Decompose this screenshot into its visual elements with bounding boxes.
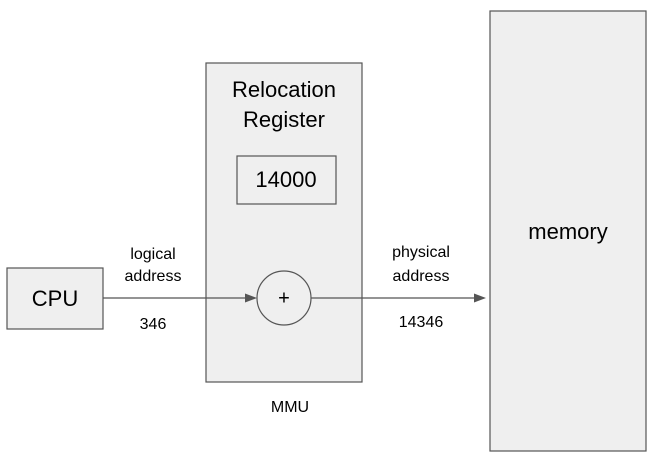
- physical-address-label-line2: address: [393, 268, 450, 285]
- logical-address-value: 346: [140, 316, 167, 333]
- mmu-box: [205, 62, 363, 383]
- physical-address-arrow: [311, 293, 486, 303]
- mmu-block: Relocation Register 14000 +: [205, 62, 363, 383]
- memory-label: memory: [528, 219, 607, 244]
- cpu-label: CPU: [32, 286, 78, 311]
- logical-address-arrowhead: [245, 293, 257, 303]
- physical-address-arrowhead: [474, 293, 486, 303]
- cpu-node: CPU: [6, 267, 104, 330]
- memory-box: [489, 10, 647, 452]
- relocation-register-title-line1: Relocation: [232, 77, 336, 102]
- relocation-register-title-line2: Register: [243, 107, 325, 132]
- logical-address-label-line1: logical: [130, 246, 175, 263]
- physical-address-label-line1: physical: [392, 244, 450, 261]
- relocation-register-value: 14000: [255, 167, 316, 192]
- memory-node: memory: [489, 10, 647, 452]
- cpu-box: [6, 267, 104, 330]
- adder-symbol: +: [278, 287, 290, 309]
- logical-address-label-line2: address: [125, 268, 182, 285]
- relocation-register-box: [236, 155, 337, 205]
- mmu-caption: MMU: [271, 399, 309, 416]
- physical-address-value: 14346: [399, 314, 444, 331]
- logical-address-arrow: [103, 293, 257, 303]
